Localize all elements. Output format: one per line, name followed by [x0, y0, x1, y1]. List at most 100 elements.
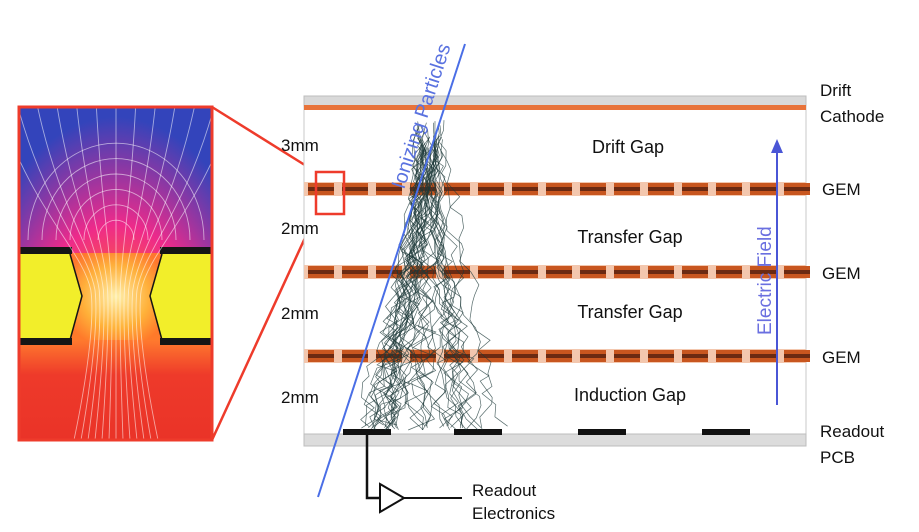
avalanche-track — [361, 147, 430, 429]
gem-electrode-top — [376, 350, 402, 354]
gem-electrode-bottom — [682, 274, 708, 278]
gem-kapton — [342, 270, 368, 274]
gem-electrode-top — [546, 266, 572, 270]
avalanche-track — [381, 144, 423, 430]
gem-electrode-bottom — [614, 191, 640, 195]
gem-electrode-top — [478, 350, 504, 354]
avalanche-track — [369, 131, 426, 430]
inset-electrode-bottom-left — [19, 338, 72, 345]
electric-field-arrowhead — [771, 139, 783, 153]
gem-kapton — [614, 187, 640, 191]
gem-electrode-top — [750, 350, 776, 354]
gem-kapton — [546, 270, 572, 274]
gem-electrode-top — [376, 183, 402, 187]
gem-electrode-top — [614, 350, 640, 354]
gem-kapton — [410, 187, 436, 191]
gem-electrode-bottom — [376, 358, 402, 362]
gem-kapton — [478, 187, 504, 191]
gem-electrode-top — [308, 266, 334, 270]
gem-electrode-bottom — [342, 358, 368, 362]
inset-field-lines — [19, 107, 212, 440]
readout-pad — [702, 429, 750, 435]
amplifier-symbol — [379, 482, 406, 514]
gem-electrode-top — [478, 183, 504, 187]
gem-kapton — [546, 187, 572, 191]
gem-electrode-top — [308, 350, 334, 354]
gem-electrode-top — [614, 266, 640, 270]
gem-electrode-bottom — [478, 358, 504, 362]
gem-electrode-bottom — [410, 358, 436, 362]
gem-kapton — [546, 354, 572, 358]
avalanche-track — [370, 149, 442, 429]
gem-electrode-bottom — [410, 274, 436, 278]
gem-electrode-bottom — [478, 274, 504, 278]
avalanche-track — [435, 132, 478, 429]
gem-electrode-top — [444, 266, 470, 270]
gem-electrode-bottom — [580, 274, 606, 278]
gem-kapton — [716, 187, 742, 191]
gem-electrode-top — [750, 266, 776, 270]
drift-gap-label: Drift Gap — [592, 137, 664, 157]
gem-kapton — [682, 187, 708, 191]
gem-electrode-top — [308, 183, 334, 187]
gem-kapton — [580, 354, 606, 358]
field-line — [95, 107, 113, 440]
gap-size-drift: 3mm — [281, 136, 319, 155]
field-line — [19, 108, 97, 440]
gem-electrode-bottom — [614, 358, 640, 362]
readout-pcb-label-line2: PCB — [820, 448, 855, 467]
avalanche-track — [439, 141, 493, 431]
avalanche-track — [410, 120, 446, 427]
gem-electrode-top — [342, 183, 368, 187]
gem-electrode-top — [648, 266, 674, 270]
detector-stack — [303, 95, 810, 447]
field-line-arc — [41, 158, 191, 241]
inset-electrode-top-right — [160, 247, 212, 254]
gem-hole-inset — [17, 105, 214, 442]
gem-electrode-bottom — [580, 358, 606, 362]
field-line-arc — [55, 173, 177, 241]
readout-pad — [343, 429, 391, 435]
gem-hole-highlight-box — [314, 170, 346, 216]
field-line — [131, 107, 195, 440]
gem-electrode-bottom — [648, 358, 674, 362]
gem-electrode-bottom — [342, 191, 368, 195]
field-line-arc — [27, 142, 205, 241]
avalanche-track — [440, 139, 508, 427]
gem-electrode-top — [682, 350, 708, 354]
gem-kapton — [308, 354, 334, 358]
gem-kapton — [376, 270, 402, 274]
avalanche-track — [404, 121, 429, 431]
readout-pcb-plate — [303, 433, 807, 447]
drift-cathode-layer — [304, 105, 806, 110]
gap-size-transfer-2: 2mm — [281, 304, 319, 323]
readout-electronics-label-line2: Electronics — [472, 504, 555, 523]
gem-kapton — [648, 270, 674, 274]
gem-electrode-bottom — [308, 358, 334, 362]
field-line — [123, 107, 156, 440]
gem-foil-1 — [304, 182, 810, 196]
gem-electrode-bottom — [614, 274, 640, 278]
field-line — [139, 160, 212, 440]
gem-electrode-bottom — [750, 274, 776, 278]
readout-wire — [365, 435, 380, 500]
gem-label-3: GEM — [822, 348, 861, 367]
gem-kapton — [716, 354, 742, 358]
gem-kapton — [750, 270, 776, 274]
avalanche-track — [420, 148, 469, 431]
gem-kapton — [512, 187, 538, 191]
avalanche-track — [365, 137, 430, 426]
inset-electrode-top-left — [19, 247, 72, 254]
gem-kapton — [648, 187, 674, 191]
gem-electrode-top — [580, 183, 606, 187]
gem-electrode-top — [784, 183, 810, 187]
field-line-arc — [69, 189, 163, 241]
transfer-gap-label-1: Transfer Gap — [577, 227, 682, 247]
readout-pcb-label-line1: Readout — [820, 422, 885, 441]
gem-kapton — [444, 270, 470, 274]
induction-gap-label: Induction Gap — [574, 385, 686, 405]
gem-kapton — [478, 270, 504, 274]
gem-electrode-bottom — [648, 274, 674, 278]
field-line-arc — [97, 219, 135, 241]
gem-electrode-bottom — [784, 358, 810, 362]
